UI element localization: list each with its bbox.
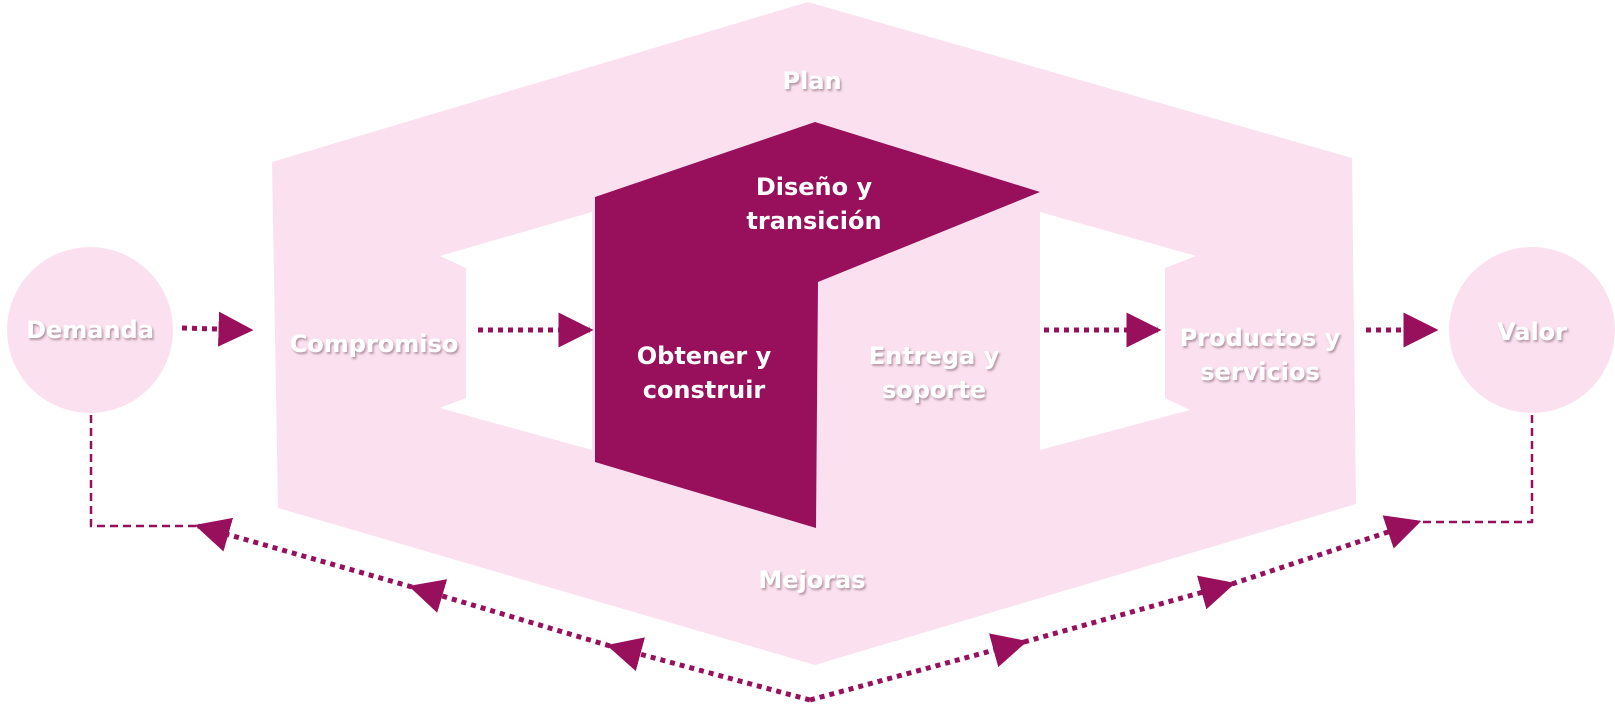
obtain-build-label-line2: construir — [643, 376, 766, 404]
arrow-demand-to-engage — [181, 311, 254, 347]
loop-right-arrow-3 — [1231, 515, 1422, 587]
deliver-support-label-line2: soporte — [882, 376, 986, 404]
design-transition-label-line1: Diseño y — [756, 173, 873, 201]
loop-right-arrow-1 — [809, 633, 1028, 703]
plan-label: Plan — [782, 67, 841, 95]
value-circle — [1449, 247, 1615, 413]
loop-left-arrow-1 — [606, 637, 811, 703]
demand-feedback-connector — [89, 415, 198, 528]
loop-left-arrow-3 — [194, 517, 413, 590]
improvements-label: Mejoras — [758, 566, 865, 594]
demand-circle — [7, 247, 173, 413]
products-services-label-line2: servicios — [1200, 358, 1320, 386]
obtain-build-label-line1: Obtener y — [637, 342, 772, 370]
value-label: Valor — [1497, 318, 1567, 346]
obtain-build-block — [595, 122, 1040, 528]
deliver-support-label-line1: Entrega y — [869, 342, 1000, 370]
design-transition-label-line2: transición — [746, 207, 881, 235]
value-feedback-connector — [1418, 415, 1534, 524]
loop-left-arrow-2 — [408, 579, 611, 649]
demand-label: Demanda — [26, 316, 154, 344]
products-services-label-line1: Productos y — [1180, 324, 1341, 352]
engage-label: Compromiso — [290, 330, 459, 358]
